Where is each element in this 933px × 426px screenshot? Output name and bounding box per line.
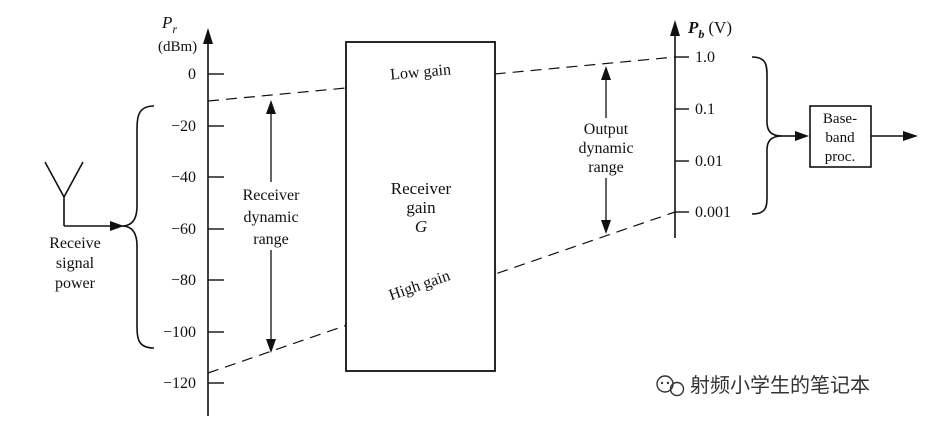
left-tick-label: 0 (188, 66, 196, 83)
receive-signal-power-line2: signal (56, 255, 95, 272)
receiver-block-line2: gain (406, 198, 436, 217)
output-dynamic-range-line2: dynamic (578, 140, 633, 157)
receiver-dynamic-range-line2: dynamic (243, 209, 298, 226)
output-dynamic-range-line3: range (588, 159, 624, 176)
right-tick-label: 0.1 (695, 101, 715, 118)
to-baseband-arrow (795, 131, 809, 141)
left-tick-label: −120 (163, 375, 196, 392)
receiver-dynamic-range-line1: Receiver (243, 187, 301, 204)
antenna-feed-arrow (110, 221, 124, 231)
receive-signal-power-line1: Receive (49, 235, 101, 252)
receiver-dynamic-range-line3: range (253, 231, 289, 248)
right-axis-arrow (670, 20, 680, 36)
baseband-block-line2: band (825, 130, 855, 146)
left-tick-label: −60 (171, 221, 196, 238)
baseband-block-line3: proc. (825, 149, 855, 165)
receive-signal-power-line3: power (55, 275, 96, 292)
left-tick-label: −100 (163, 324, 196, 341)
baseband-block-line1: Base- (823, 111, 857, 127)
right-axis-title: Pb(V) (687, 18, 732, 41)
right-tick-label: 1.0 (695, 49, 715, 66)
left-axis-arrow (203, 28, 213, 44)
right-tick-label: 0.01 (695, 153, 723, 170)
input-range-brace (121, 105, 155, 349)
watermark-logo-icon (656, 375, 685, 397)
receiver-block-line1: Receiver (391, 179, 452, 198)
antenna-icon (44, 161, 84, 226)
left-axis-unit: (dBm) (158, 39, 197, 55)
low-gain-label: Low gain (390, 61, 452, 83)
watermark-text: 射频小学生的笔记本 (690, 373, 870, 397)
baseband-output-arrow (903, 131, 918, 141)
left-tick-label: −20 (171, 118, 196, 135)
output-range-brace (751, 56, 783, 215)
receiver-gain-block (345, 41, 496, 372)
right-tick-label: 0.001 (695, 204, 731, 221)
left-tick-label: −80 (171, 272, 196, 289)
output-dynamic-range-line1: Output (584, 121, 629, 138)
high-gain-line (207, 211, 676, 374)
left-tick-label: −40 (171, 169, 196, 186)
right-axis-ticks (675, 56, 689, 213)
receiver-block-gain-symbol: G (415, 217, 427, 236)
left-axis-ticks (208, 73, 224, 384)
left-axis-title: Pr (161, 13, 177, 36)
baseband-processor-block (809, 105, 872, 168)
